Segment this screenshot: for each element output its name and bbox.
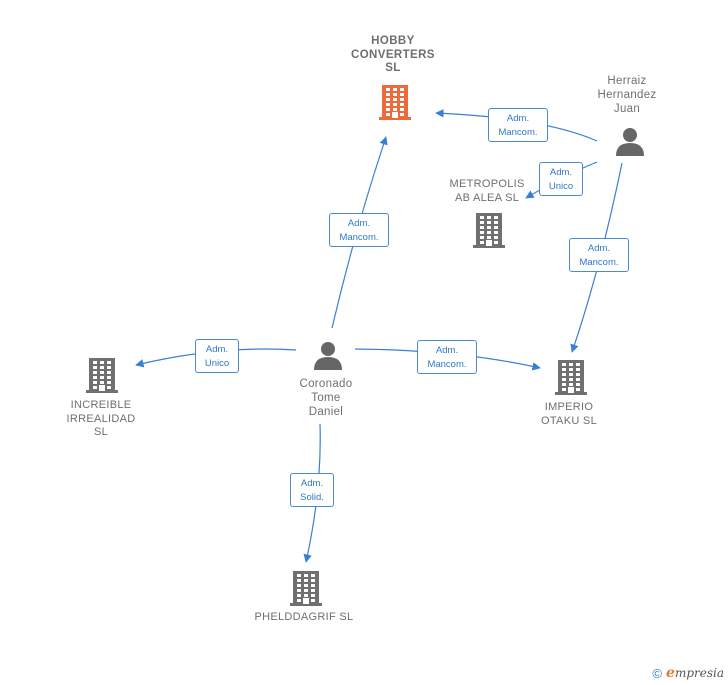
brand-logo: empresia: [666, 665, 724, 681]
edge-label-herraiz-metropolis: Adm.Unico: [539, 162, 583, 196]
herraiz-person-icon: [616, 128, 644, 156]
edge-label-coronado-imperio: Adm.Mancom.: [417, 340, 477, 374]
footer-brand: © empresia: [652, 665, 724, 681]
metropolis-building-icon: [473, 213, 505, 248]
imperio-building-icon: [555, 360, 587, 395]
increible-building-icon: [86, 358, 118, 393]
copyright-icon: ©: [652, 665, 663, 681]
phelddagrif-building-icon: [290, 571, 322, 606]
edge-label-coronado-phelddagrif: Adm.Solid.: [290, 473, 334, 507]
coronado-person-icon: [314, 342, 342, 370]
phelddagrif-label[interactable]: PHELDDAGRIF SL: [254, 611, 354, 623]
edge-label-herraiz-hobby: Adm.Mancom.: [488, 108, 548, 142]
edge-label-coronado-increible: Adm.Unico: [195, 339, 239, 373]
edge-label-coronado-hobby: Adm.Mancom.: [329, 213, 389, 247]
edge-label-herraiz-imperio: Adm.Mancom.: [569, 238, 629, 272]
hobby-building-icon: [379, 85, 411, 120]
